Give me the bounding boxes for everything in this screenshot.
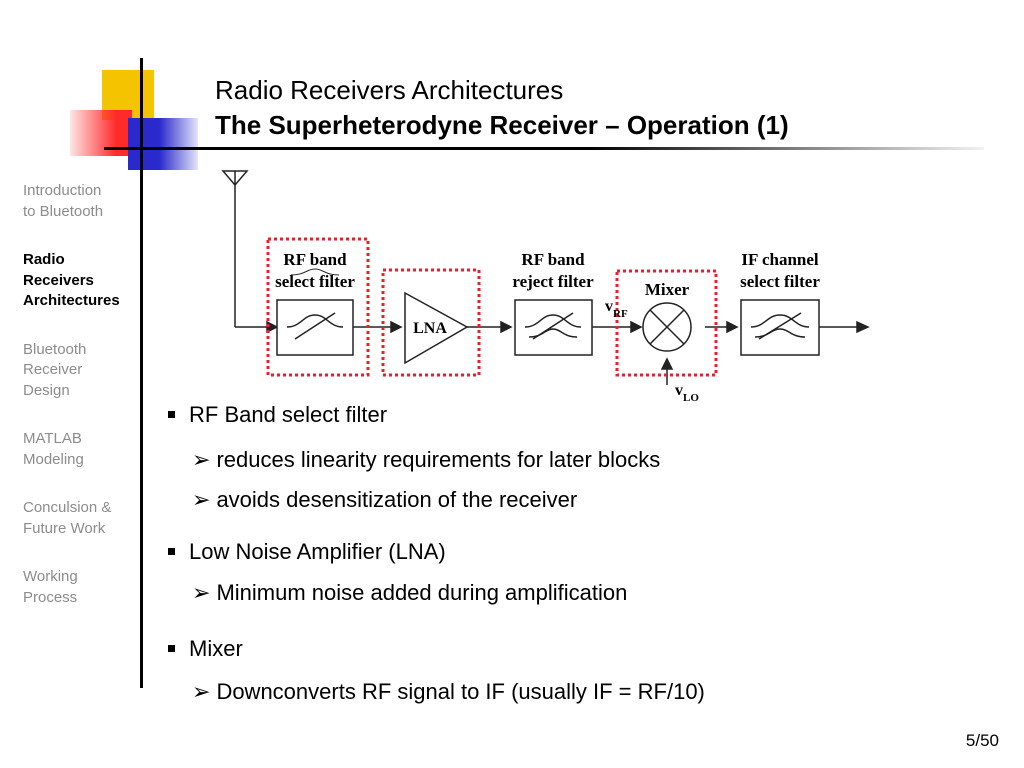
arrow-bullet-icon: ➢ [192, 679, 211, 704]
sub-bullet: ➢reduces linearity requirements for late… [192, 447, 660, 473]
vrf-subscript: RF [613, 308, 628, 320]
lna-block: LNA [404, 291, 469, 365]
sidebar-item-label: Receivers [23, 271, 94, 289]
slide-title: The Superheterodyne Receiver – Operation… [215, 110, 789, 140]
bullet-rf-band-select: RF Band select filter [168, 402, 387, 428]
bullet-text: RF Band select filter [189, 402, 388, 427]
sidebar-item-label: Design [23, 381, 70, 399]
vrf-label: vRF [605, 298, 628, 320]
superhet-block-diagram: RF band select filter LNA RF band reject… [221, 170, 870, 404]
rf-select-label-2: select filter [275, 272, 355, 291]
bandpass-icon [524, 312, 582, 340]
bullet-marker [168, 547, 175, 555]
sub-bullet: ➢avoids desensitization of the receiver [192, 487, 577, 513]
sidebar-item-radio-receivers[interactable]: Radio Receivers Architectures [23, 250, 135, 312]
sidebar-item-label: Bluetooth [23, 340, 87, 358]
mixer-block: Mixer [642, 280, 692, 352]
sub-bullet: ➢Downconverts RF signal to IF (usually I… [192, 679, 705, 705]
sidebar-item-label: Introduction [23, 182, 102, 199]
if-select-label-2: select filter [740, 272, 820, 291]
lna-label: LNA [413, 320, 447, 337]
sidebar-item-label: Receiver [23, 361, 83, 378]
bullet-text: Mixer [189, 636, 243, 661]
sidebar-item-label: Modeling [23, 450, 84, 468]
bandpass-icon [750, 312, 810, 340]
sidebar-item-label: Future Work [23, 519, 106, 537]
sidebar-item-label: Conculsion & [23, 499, 112, 516]
rf-select-label-1: RF band [283, 250, 347, 269]
highlight-rf-select [266, 237, 370, 377]
sidebar-item-label: Radio [23, 251, 65, 268]
page-number: 5/50 [965, 731, 999, 750]
arrow-bullet-icon: ➢ [192, 487, 211, 512]
signal-path [235, 320, 870, 385]
rf-select-filter: RF band select filter [275, 250, 355, 356]
vertical-divider [140, 58, 143, 688]
slide-section-title: Radio Receivers Architectures [215, 75, 564, 105]
vlo-label: vLO [675, 382, 699, 404]
sidebar-item-working-process[interactable]: Working Process [23, 567, 135, 608]
bullet-mixer: Mixer [168, 636, 243, 662]
sidebar-item-label: Process [23, 588, 78, 606]
rf-reject-filter: RF band reject filter [512, 250, 594, 356]
bandpass-icon [286, 268, 344, 340]
vlo-symbol: v [675, 382, 683, 399]
sub-bullet-text: reduces linearity requirements for later… [216, 447, 661, 472]
sidebar-item-label: to Bluetooth [23, 202, 104, 220]
highlight-lna [381, 268, 481, 377]
antenna-icon [221, 170, 249, 327]
if-select-label-1: IF channel [741, 250, 819, 269]
sub-bullet-text: Downconverts RF signal to IF (usually IF… [216, 679, 705, 704]
sidebar-item-bluetooth-receiver[interactable]: Bluetooth Receiver Design [23, 340, 135, 402]
if-select-filter: IF channel select filter [740, 250, 820, 356]
highlight-mixer [615, 269, 718, 377]
vlo-subscript: LO [683, 392, 699, 404]
sidebar-nav: Introduction to Bluetooth Radio Receiver… [23, 181, 135, 636]
sidebar-item-conclusion[interactable]: Conculsion & Future Work [23, 498, 135, 539]
sidebar-item-matlab[interactable]: MATLAB Modeling [23, 429, 135, 470]
bullet-marker [168, 410, 175, 418]
rf-reject-label-2: reject filter [512, 272, 594, 291]
arrow-bullet-icon: ➢ [192, 580, 211, 605]
mixer-label: Mixer [645, 280, 690, 299]
sub-bullet-text: Minimum noise added during amplification [216, 580, 628, 605]
highlight-boxes [266, 237, 718, 377]
decor-blue-square [128, 118, 198, 170]
sidebar-item-introduction[interactable]: Introduction to Bluetooth [23, 181, 135, 222]
sub-bullet-text: avoids desensitization of the receiver [216, 487, 578, 512]
vrf-symbol: v [605, 298, 613, 315]
sidebar-item-label: Architectures [23, 292, 120, 309]
title-underline [104, 147, 984, 150]
bullet-text: Low Noise Amplifier (LNA) [189, 539, 446, 564]
bullet-marker [168, 644, 175, 652]
sidebar-item-label: MATLAB [23, 430, 82, 447]
arrow-bullet-icon: ➢ [192, 447, 211, 472]
rf-reject-label-1: RF band [521, 250, 585, 269]
bullet-lna: Low Noise Amplifier (LNA) [168, 539, 446, 565]
sub-bullet: ➢Minimum noise added during amplificatio… [192, 580, 627, 606]
sidebar-item-label: Working [23, 568, 78, 585]
